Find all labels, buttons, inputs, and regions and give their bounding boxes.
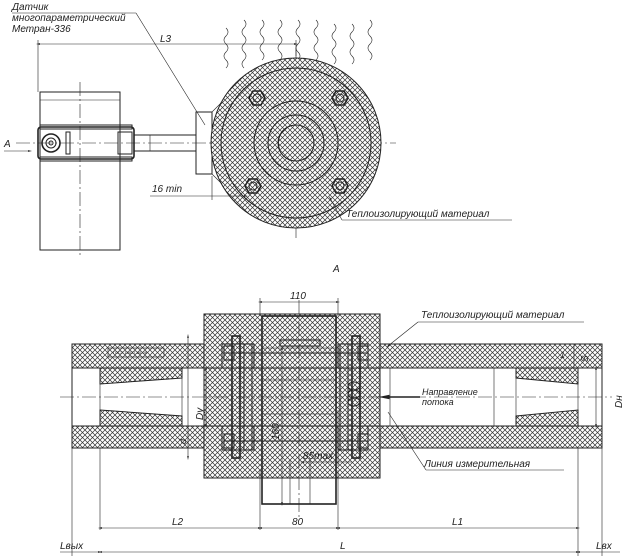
dim-16min-label: 16 min bbox=[152, 184, 182, 195]
bolt-top-right bbox=[331, 90, 349, 106]
nameplate-text: ГОСТ 19027-80-08 bbox=[113, 350, 148, 355]
view-arrow-label: A bbox=[3, 139, 11, 150]
dim-lvh-label: Lвх bbox=[596, 541, 613, 552]
dim-lvyh-label: Lвых bbox=[60, 541, 84, 552]
bolt-top-left bbox=[248, 90, 266, 106]
reducer-left-bottom bbox=[99, 409, 183, 427]
dim-d-label: d bbox=[178, 438, 188, 444]
section-view-label: A bbox=[332, 264, 340, 275]
bolt-bottom-right bbox=[331, 178, 349, 194]
dim-80-label: 80 bbox=[292, 517, 304, 528]
dim-l2-label: L2 bbox=[172, 517, 184, 528]
dim-dn-label: Dн bbox=[614, 395, 625, 408]
insulation-label-section: Теплоизолирующий материал bbox=[421, 310, 565, 321]
sensor-label-line3: Метран-336 bbox=[12, 24, 71, 35]
reducer-right-top bbox=[515, 367, 579, 385]
nameplate bbox=[107, 347, 165, 358]
measuring-line-leader bbox=[387, 411, 427, 471]
insulation-label-top: Теплоизолирующий материал bbox=[346, 209, 490, 220]
flange-insulation bbox=[203, 313, 381, 479]
measuring-line-label: Линия измерительная bbox=[423, 459, 531, 470]
dim-110-label: 110 bbox=[290, 291, 306, 302]
section-bolts bbox=[223, 345, 369, 449]
flow-label-line1: Направление bbox=[422, 387, 478, 397]
dim-s-mark: 1 bbox=[560, 350, 565, 360]
pipe-cross-section bbox=[210, 57, 382, 229]
top-view: Датчик многопараметрический Метран-336 L… bbox=[3, 2, 512, 258]
bolt-bottom-left bbox=[244, 178, 262, 194]
dim-s-label: S bbox=[580, 355, 591, 362]
insulation-leader-section bbox=[386, 321, 419, 348]
dim-dy-label: Dy bbox=[195, 407, 206, 420]
dim-85max-label: 85max bbox=[303, 451, 334, 462]
reducer-left-top bbox=[99, 367, 183, 385]
flow-label-line2: потока bbox=[422, 397, 454, 407]
dim-160-label: 160 bbox=[271, 423, 282, 440]
dim-l-label: L bbox=[340, 541, 346, 552]
flange-bolts bbox=[244, 90, 349, 194]
insulation-leader-top bbox=[328, 196, 343, 221]
sensor-body bbox=[37, 91, 225, 251]
dim-l1-label: L1 bbox=[452, 517, 463, 528]
sensor-label-line1: Датчик bbox=[11, 2, 50, 13]
section-view: 110 160 85max d Dy Dн S 1 ГОСТ 19027-80-… bbox=[60, 291, 625, 556]
sensor-label-line2: многопараметрический bbox=[12, 13, 126, 24]
sensor-leader-line-diag bbox=[135, 12, 206, 126]
reducer-right-bottom bbox=[515, 409, 579, 427]
l3-dimension-label: L3 bbox=[160, 34, 172, 45]
